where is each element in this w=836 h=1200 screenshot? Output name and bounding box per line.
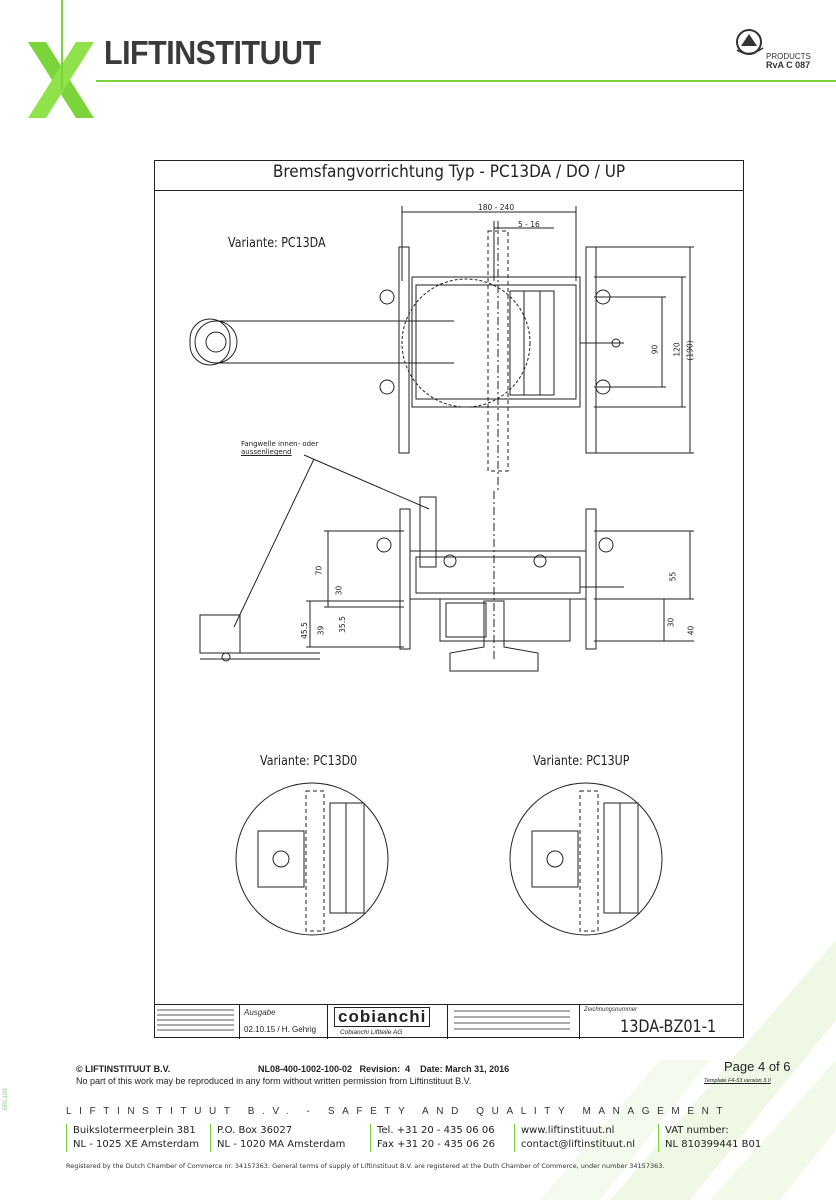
- rva-certification-icon: [736, 29, 764, 55]
- title-block-number-cell: Zeichnungsnummer 13DA-BZ01-1: [580, 1005, 744, 1039]
- footer-registration: Registered by the Dutch Chamber of Comme…: [66, 1162, 665, 1170]
- drawing-frame: [154, 160, 744, 1038]
- title-block-company-cell: cobianchi Cobianchi Liftteile AG: [328, 1005, 448, 1039]
- dim-30-left: 30: [334, 585, 344, 596]
- rva-certification-label: PRODUCTS RvA C 087: [766, 52, 811, 70]
- footer-tagline: LIFTINSTITUUT B.V. - SAFETY AND QUALITY …: [66, 1106, 731, 1117]
- dim-5-16: 5 - 16: [518, 220, 540, 229]
- company-subtitle: Cobianchi Liftteile AG: [340, 1029, 403, 1036]
- brand-name: LIFTINSTITUUT: [104, 34, 321, 71]
- dim-70: 70: [314, 565, 324, 576]
- dim-39: 39: [316, 625, 326, 636]
- watermark-graphic: [540, 940, 836, 1200]
- side-mark: BRL100: [3, 1088, 9, 1110]
- title-block-ausgabe-cell: Ausgabe 02.10.15 / H. Gehrig: [240, 1005, 328, 1039]
- footer-copyright: © LIFTINSTITUUT B.V.: [76, 1064, 171, 1074]
- company-address-graphic: [454, 1010, 570, 1030]
- dim-180-240: 180 - 240: [478, 203, 515, 212]
- dim-190: (190): [685, 340, 695, 361]
- company-logo: cobianchi: [334, 1007, 431, 1027]
- dim-40: 40: [686, 625, 696, 636]
- dim-45-5: 45.5: [299, 622, 309, 639]
- drawing-title-divider: [154, 190, 744, 191]
- drawing-title-block: Ausgabe 02.10.15 / H. Gehrig cobianchi C…: [154, 1004, 744, 1039]
- footer-template-version: Template F4-53 version 3.0: [704, 1078, 771, 1084]
- dim-120: 120: [672, 342, 682, 357]
- zeichnung-label: Zeichnungsnummer: [584, 1007, 638, 1013]
- variant-top-label: Variante: PC13DA: [228, 236, 326, 251]
- title-block-legal-cell: [154, 1005, 240, 1039]
- dim-35-5: 35.5: [337, 616, 347, 633]
- footer-page-number: Page 4 of 6: [724, 1059, 791, 1074]
- ausgabe-value: 02.10.15 / H. Gehrig: [244, 1025, 317, 1034]
- dim-90: 90: [650, 344, 660, 355]
- dim-55: 55: [668, 571, 678, 582]
- drawing-number: 13DA-BZ01-1: [620, 1017, 717, 1037]
- shaft-note: Fangwelle innen- oder aussenliegend: [241, 440, 319, 456]
- footer-document-info: NL08-400-1002-100-02 Revision: 4 Date: M…: [258, 1064, 510, 1074]
- footer-vat: VAT number:NL 810399441 B01: [658, 1124, 761, 1152]
- liftinstituut-logo-icon: [28, 0, 94, 118]
- variant-right-label: Variante: PC13UP: [533, 754, 630, 769]
- dim-30-right: 30: [666, 617, 676, 628]
- title-block-address-cell: [448, 1005, 580, 1039]
- drawing-title: Bremsfangvorrichtung Typ - PC13DA / DO /…: [272, 162, 626, 182]
- fine-print-graphic: [157, 1009, 234, 1031]
- variant-left-label: Variante: PC13D0: [260, 754, 358, 769]
- header-divider: [96, 80, 836, 82]
- technical-drawing: [189, 206, 694, 936]
- footer-rights-notice: No part of this work may be reproduced i…: [76, 1076, 472, 1086]
- ausgabe-label: Ausgabe: [244, 1008, 276, 1017]
